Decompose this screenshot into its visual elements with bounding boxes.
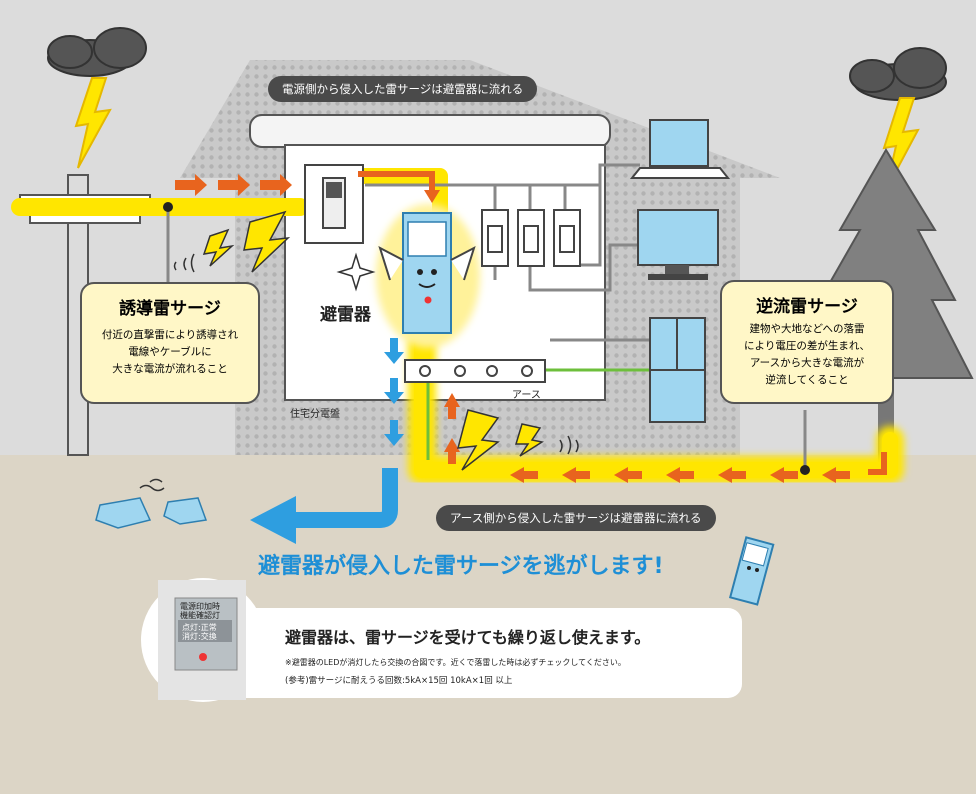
top-callout: 電源側から侵入した雷サージは避雷器に流れる: [268, 76, 538, 102]
info-title: 避雷器は、雷サージを受けても繰り返し使えます。: [285, 628, 651, 647]
info-note2: (参考)雷サージに耐えうる回数:5kA×15回 10kA×1回 以上: [285, 676, 513, 686]
induced-surge-title: 誘導雷サージ: [119, 299, 221, 319]
back-surge-title: 逆流雷サージ: [756, 297, 858, 317]
discharge-arrows: [250, 338, 404, 544]
headline: 避雷器が侵入した雷サージを逃がします!: [258, 554, 664, 579]
refrigerator-icon: [649, 317, 706, 423]
arrester-mascot-icon: [728, 536, 775, 606]
cloud-left-icon: [47, 27, 147, 77]
induced-surge-box: 誘導雷サージ 付近の直撃雷により誘導され 電線やケーブルに 大きな電流が流れるこ…: [80, 282, 260, 404]
earth-terminal-icon: [404, 359, 546, 383]
bottom-callout: アース側から侵入した雷サージは避雷器に流れる: [436, 505, 716, 531]
sparkle-icon: [336, 252, 376, 292]
main-breaker-icon: [304, 164, 364, 244]
arrester-label: 避雷器: [320, 305, 371, 325]
info-note1: ※避雷器のLEDが消灯したら交換の合図です。近くで落雷した時は必ずチェックしてく…: [285, 658, 626, 667]
branch-breakers: [481, 209, 581, 267]
escaped-surge-icon: [95, 497, 208, 529]
monitor-icon: [637, 209, 719, 280]
surge-character-icon: [202, 210, 544, 471]
cloud-right-icon: [849, 47, 947, 101]
device-photo-icon: [158, 580, 246, 700]
device-line1: 電源印加時: [180, 602, 220, 611]
panel-label: 住宅分電盤: [290, 409, 340, 420]
info-panel: [230, 608, 742, 698]
arrester-icon: [378, 212, 476, 334]
back-surge-text: 建物や大地などへの落雷 により電圧の差が生まれ、 アースから大きな電流が 逆流し…: [744, 323, 870, 386]
device-line3: 点灯:正常: [182, 623, 217, 632]
device-line2: 機能確認灯: [180, 611, 220, 620]
laptop-icon: [629, 119, 731, 179]
sound-waves-icon: [173, 253, 579, 455]
induced-surge-text: 付近の直撃雷により誘導され 電線やケーブルに 大きな電流が流れること: [101, 329, 239, 375]
device-line4: 消灯:交換: [182, 632, 217, 641]
surge-arrows: [175, 171, 887, 483]
back-surge-box: 逆流雷サージ 建物や大地などへの落雷 により電圧の差が生まれ、 アースから大きな…: [720, 280, 894, 404]
earth-label: アース: [512, 390, 541, 401]
lightning-left-icon: [74, 77, 112, 169]
